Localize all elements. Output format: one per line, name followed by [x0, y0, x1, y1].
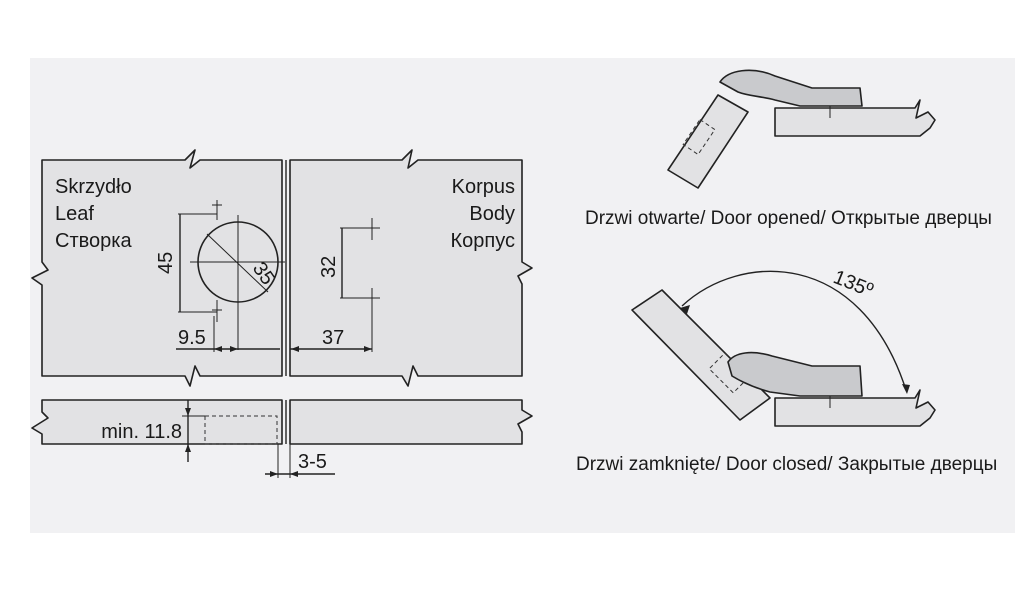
dim-37-arrow-left — [291, 346, 299, 352]
dim-gap-arrow-right — [290, 471, 298, 477]
leaf-panel — [31, 149, 283, 387]
dim-9-5-arrow-2 — [230, 346, 238, 352]
closed-cabinet-panel — [774, 389, 936, 427]
leaf-label-pl: Skrzydło — [55, 176, 132, 198]
dim-gap-label: 3-5 — [298, 451, 327, 473]
leaf-label-en: Leaf — [55, 203, 94, 225]
dim-45-label: 45 — [155, 252, 177, 274]
dim-9-5-arrow — [214, 346, 222, 352]
opened-cabinet-panel — [774, 99, 936, 137]
dim-gap-arrow-left — [270, 471, 278, 477]
body-label-pl: Korpus — [452, 176, 515, 198]
closed-door-panel — [631, 289, 771, 421]
body-panel — [289, 149, 533, 387]
caption-door-closed: Drzwi zamknięte/ Door closed/ Закрытые д… — [576, 454, 997, 475]
opened-hinge-arm — [719, 69, 863, 107]
caption-door-opened: Drzwi otwarte/ Door opened/ Открытые две… — [585, 208, 992, 229]
body-label-ua: Корпус — [450, 230, 515, 252]
angle-arrow-end — [902, 384, 910, 394]
opened-cup-dashed — [682, 118, 716, 156]
body-label-en: Body — [469, 203, 515, 225]
dim-37-label: 37 — [322, 327, 344, 349]
dim-min-arrow-top — [185, 408, 191, 416]
dim-9-5-label: 9.5 — [178, 327, 206, 349]
leaf-label-ua: Створка — [55, 230, 132, 252]
dim-min-label: min. 11.8 — [101, 421, 182, 443]
closed-hinge-arm — [727, 351, 863, 397]
angle-arrow-start — [680, 305, 690, 314]
dim-min-arrow-bottom — [185, 444, 191, 452]
body-section — [289, 399, 533, 445]
cup-recess-dashed — [204, 415, 278, 445]
angle-arc — [681, 270, 907, 391]
dim-37-arrow-right — [364, 346, 372, 352]
leaf-section — [31, 399, 283, 445]
dim-32-label: 32 — [318, 256, 340, 278]
